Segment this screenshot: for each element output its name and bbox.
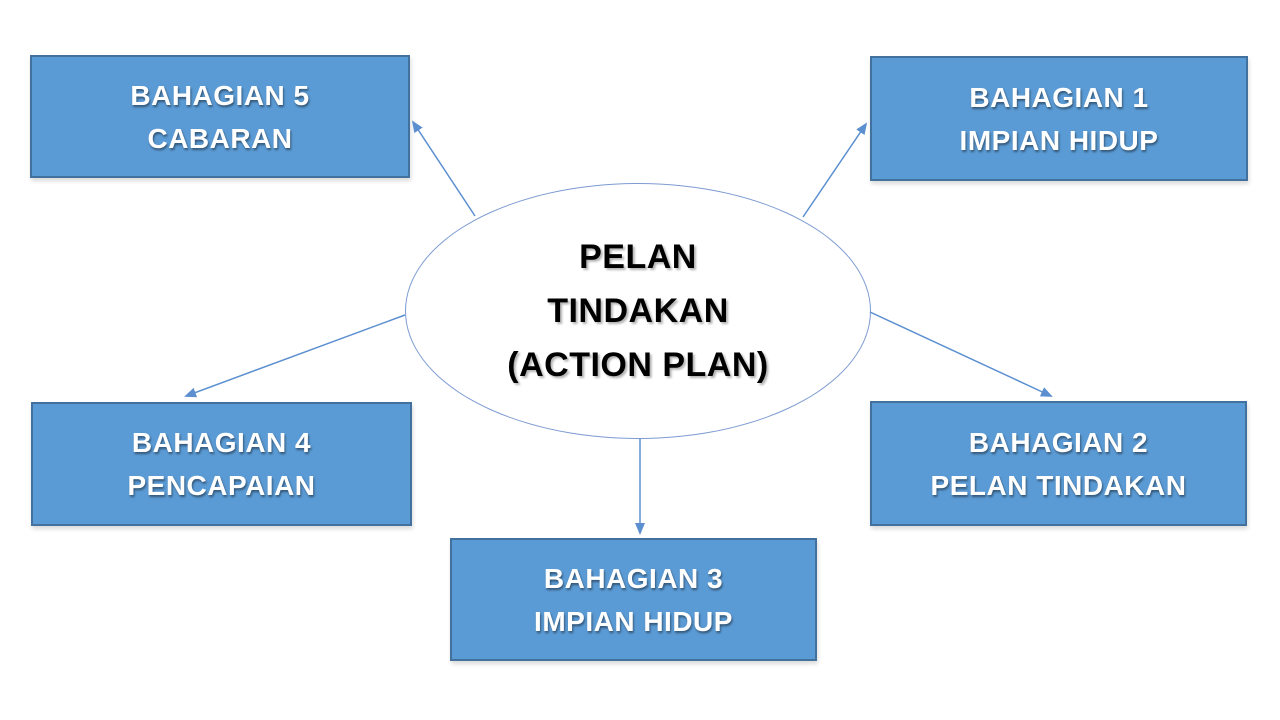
center-node-line-3: (ACTION PLAN) (507, 346, 769, 384)
box-title: BAHAGIAN 4 (131, 427, 312, 458)
box-subtitle: PENCAPAIAN (127, 470, 316, 501)
box-title: BAHAGIAN 3 (543, 562, 724, 594)
box-subtitle: IMPIAN HIDUP (959, 124, 1159, 156)
box-subtitle: CABARAN (147, 122, 293, 154)
center-node-pelan-tindakan[interactable]: PELAN TINDAKAN (ACTION PLAN) (405, 183, 871, 439)
box-bahagian-1[interactable]: BAHAGIAN 1 IMPIAN HIDUP (870, 56, 1248, 181)
box-bahagian-2[interactable]: BAHAGIAN 2 PELAN TINDAKAN (870, 401, 1247, 526)
box-bahagian-5[interactable]: BAHAGIAN 5 CABARAN (30, 55, 410, 178)
box-bahagian-4[interactable]: BAHAGIAN 4 PENCAPAIAN (31, 402, 412, 526)
box-subtitle: PELAN TINDAKAN (930, 469, 1187, 501)
box-title: BAHAGIAN 5 (130, 79, 310, 111)
center-node-line-1: PELAN (579, 238, 697, 276)
box-bahagian-3[interactable]: BAHAGIAN 3 IMPIAN HIDUP (450, 538, 817, 661)
arrow-to-bahagian-4 (184, 314, 406, 398)
arrow-to-bahagian-5 (411, 120, 476, 217)
arrow-to-bahagian-2 (869, 311, 1053, 397)
arrow-to-bahagian-1 (802, 122, 868, 218)
box-title: BAHAGIAN 2 (968, 426, 1149, 458)
box-subtitle: IMPIAN HIDUP (534, 605, 733, 637)
center-node-line-2: TINDAKAN (547, 292, 729, 330)
box-title: BAHAGIAN 1 (969, 81, 1149, 113)
